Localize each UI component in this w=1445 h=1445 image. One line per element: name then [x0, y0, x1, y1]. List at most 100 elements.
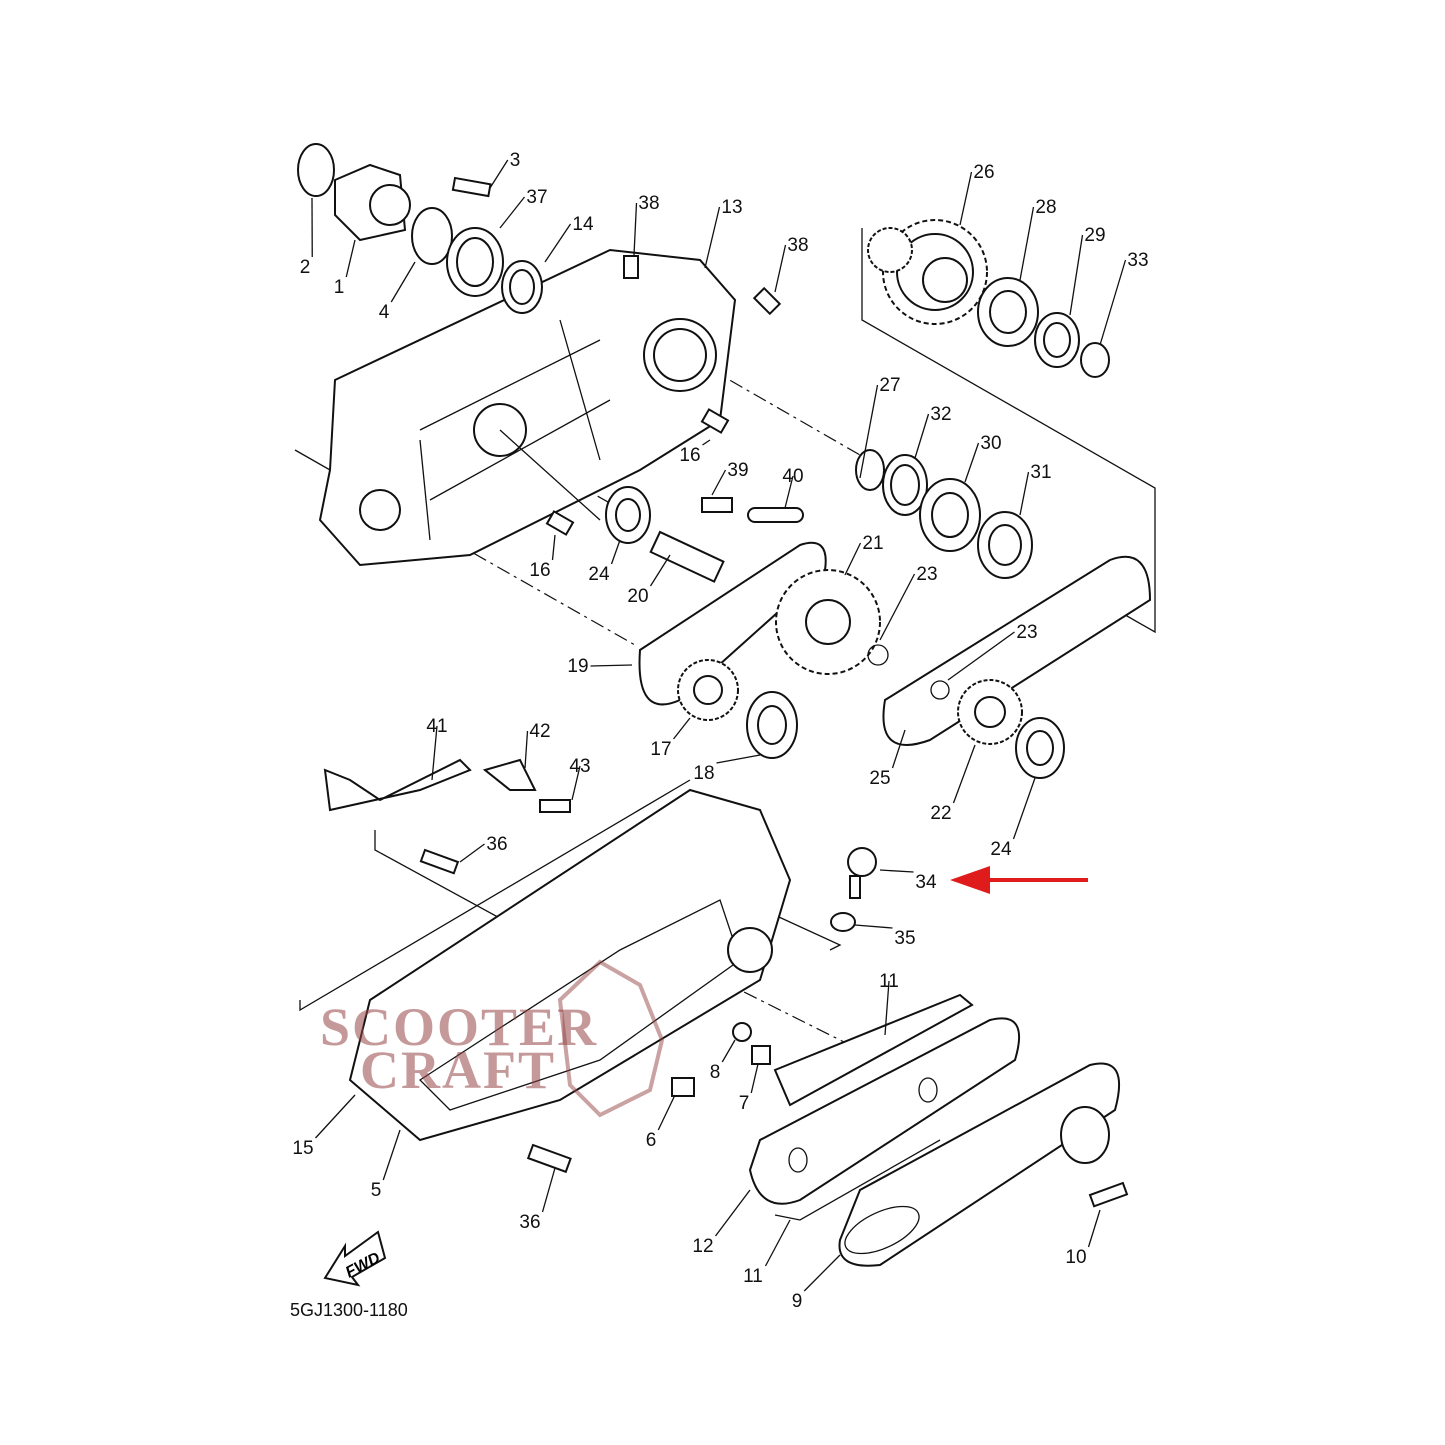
outer-covers	[748, 993, 1129, 1267]
leader-line	[947, 631, 1015, 681]
callout-15: 15	[292, 1138, 313, 1159]
leader-line	[489, 159, 509, 189]
callout-38: 38	[638, 193, 659, 214]
callout-26: 26	[973, 162, 994, 183]
callout-25: 25	[869, 768, 890, 789]
callout-35: 35	[894, 928, 915, 949]
leader-line	[649, 554, 671, 587]
leader-line	[1099, 259, 1127, 346]
leader-line	[721, 1039, 736, 1063]
callout-5: 5	[371, 1180, 382, 1201]
leader-line	[952, 744, 976, 804]
leader-line	[1069, 234, 1084, 316]
leader-line	[854, 924, 893, 929]
callout-29: 29	[1084, 225, 1105, 246]
callout-31: 31	[1030, 462, 1051, 483]
leader-line	[672, 717, 691, 740]
leader-line	[784, 475, 794, 509]
leader-line	[345, 239, 356, 278]
diagram-code: 5GJ1300-1180	[290, 1300, 408, 1320]
callout-11: 11	[879, 971, 899, 992]
leader-line	[803, 1254, 841, 1292]
leader-line	[879, 869, 914, 873]
callout-1: 1	[334, 277, 345, 298]
callout-28: 28	[1035, 197, 1056, 218]
leader-line	[499, 196, 526, 229]
leader-line	[1012, 777, 1036, 840]
callout-37: 37	[526, 187, 547, 208]
watermark-logo: SCOOTER CRAFT	[320, 959, 665, 1118]
leader-line	[390, 261, 416, 303]
callout-42: 42	[529, 721, 550, 742]
callout-10: 10	[1065, 1247, 1086, 1268]
watermark-line-2: CRAFT	[360, 1040, 556, 1100]
top-left-parts	[297, 143, 782, 536]
callout-39: 39	[727, 460, 748, 481]
callout-6: 6	[646, 1130, 657, 1151]
callout-4: 4	[379, 302, 390, 323]
callout-30: 30	[980, 433, 1001, 454]
callout-12: 12	[692, 1236, 713, 1257]
leader-line	[544, 223, 572, 263]
leader-line	[750, 1063, 759, 1094]
callout-27: 27	[879, 375, 900, 396]
callout-18: 18	[693, 763, 714, 784]
leader-line	[711, 469, 727, 496]
callout-33: 33	[1127, 250, 1148, 271]
leader-line	[1087, 1209, 1101, 1248]
callout-32: 32	[930, 404, 951, 425]
leader-line	[590, 664, 633, 667]
leader-line	[610, 539, 621, 565]
callout-41: 41	[426, 716, 447, 737]
leader-line	[774, 244, 787, 293]
leader-line	[633, 202, 638, 256]
callout-19: 19	[567, 656, 588, 677]
leader-line	[1019, 206, 1035, 281]
callout-11: 11	[743, 1266, 763, 1287]
callout-24: 24	[588, 564, 610, 585]
callout-13: 13	[721, 197, 742, 218]
leader-line	[551, 534, 556, 561]
callout-14: 14	[572, 214, 594, 235]
drive-chains	[605, 486, 1152, 779]
callout-21: 21	[862, 533, 883, 554]
leader-line	[959, 171, 973, 226]
leader-line	[884, 980, 890, 1036]
callout-40: 40	[782, 466, 803, 487]
leader-line	[964, 442, 980, 483]
highlight-arrow-icon	[950, 866, 1088, 894]
callout-36: 36	[519, 1212, 540, 1233]
transmission-cover	[323, 758, 877, 1174]
callout-2: 2	[300, 257, 311, 278]
leader-line	[382, 1129, 401, 1181]
callout-17: 17	[650, 739, 671, 760]
leader-line	[524, 730, 529, 769]
leader-line	[891, 729, 906, 769]
leader-line	[702, 439, 711, 446]
leader-line	[714, 1189, 751, 1237]
fwd-arrow-icon: FWD	[323, 1230, 387, 1287]
leader-line	[844, 542, 862, 576]
leader-line	[914, 413, 930, 459]
callout-8: 8	[710, 1062, 721, 1083]
callout-36: 36	[486, 834, 507, 855]
callout-9: 9	[792, 1291, 803, 1312]
leader-line	[764, 1219, 791, 1267]
leader-line	[879, 573, 916, 641]
callout-38: 38	[787, 235, 808, 256]
leader-line	[1019, 471, 1030, 516]
leader-line	[459, 843, 485, 863]
callout-20: 20	[627, 586, 648, 607]
leader-line	[716, 754, 761, 764]
callout-34-highlighted: 34	[915, 872, 937, 893]
leader-line	[431, 725, 438, 781]
crankcase-13	[318, 248, 737, 567]
leader-line	[315, 1094, 356, 1139]
leader-line	[657, 1094, 676, 1131]
callout-43: 43	[569, 756, 590, 777]
callout-22: 22	[930, 803, 951, 824]
callout-16: 16	[679, 445, 700, 466]
